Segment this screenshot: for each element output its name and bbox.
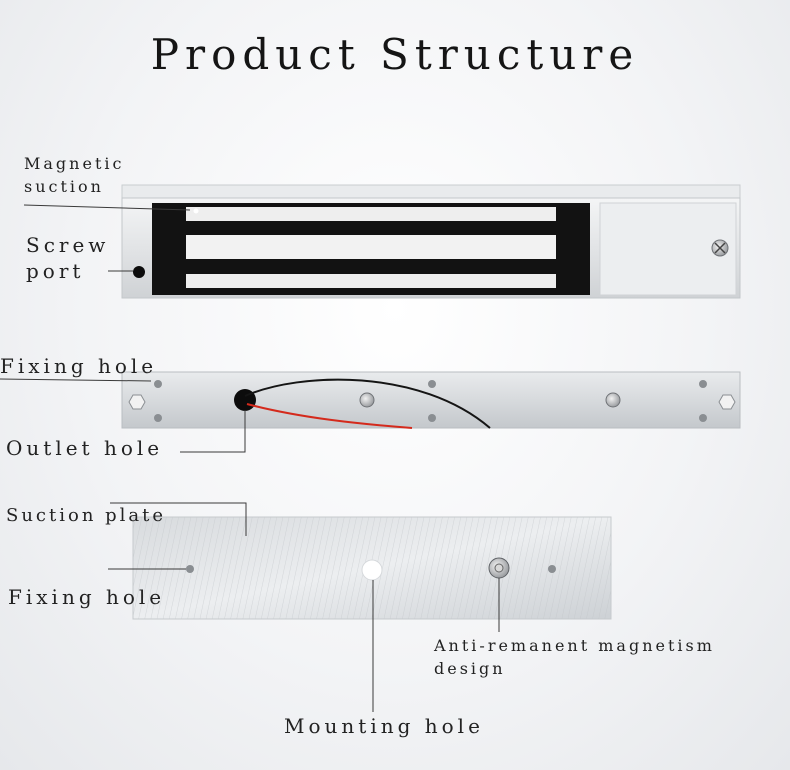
hex-nut-right-icon bbox=[718, 394, 736, 410]
leader-lines bbox=[0, 204, 500, 712]
mounting-hole-dot bbox=[361, 559, 383, 581]
suction-plate-graphic bbox=[132, 516, 612, 620]
screw-port-line-1: Screw bbox=[26, 233, 110, 257]
page-title: Product Structure bbox=[150, 30, 640, 79]
suction-plate-label: Suction plate bbox=[6, 505, 167, 526]
magnetic-suction-line-2: suction bbox=[24, 177, 104, 197]
magnetic-suction-dot bbox=[193, 208, 199, 214]
screw-port-label: Screw port bbox=[26, 232, 109, 284]
anti-remanent-label: Anti-remanent magnetism design bbox=[434, 634, 715, 680]
magnet-lock-back bbox=[121, 371, 741, 429]
screw-port-dot bbox=[133, 266, 145, 278]
anti-remanent-line-2: design bbox=[434, 659, 506, 679]
outlet-hole-label: Outlet hole bbox=[6, 436, 164, 460]
screw-port-line-2: port bbox=[26, 259, 85, 283]
anti-remanent-line-1: Anti-remanent magnetism bbox=[434, 636, 715, 655]
mounting-hole-label: Mounting hole bbox=[284, 714, 484, 738]
magnet-lock-front bbox=[121, 184, 741, 299]
magnetic-suction-label: Magnetic suction bbox=[24, 152, 124, 198]
hex-nut-left-icon bbox=[128, 394, 146, 410]
magnetic-suction-line-1: Magnetic bbox=[24, 154, 125, 173]
fixing-hole-bottom-label: Fixing hole bbox=[8, 585, 166, 609]
fixing-hole-top-label: Fixing hole bbox=[0, 354, 158, 378]
